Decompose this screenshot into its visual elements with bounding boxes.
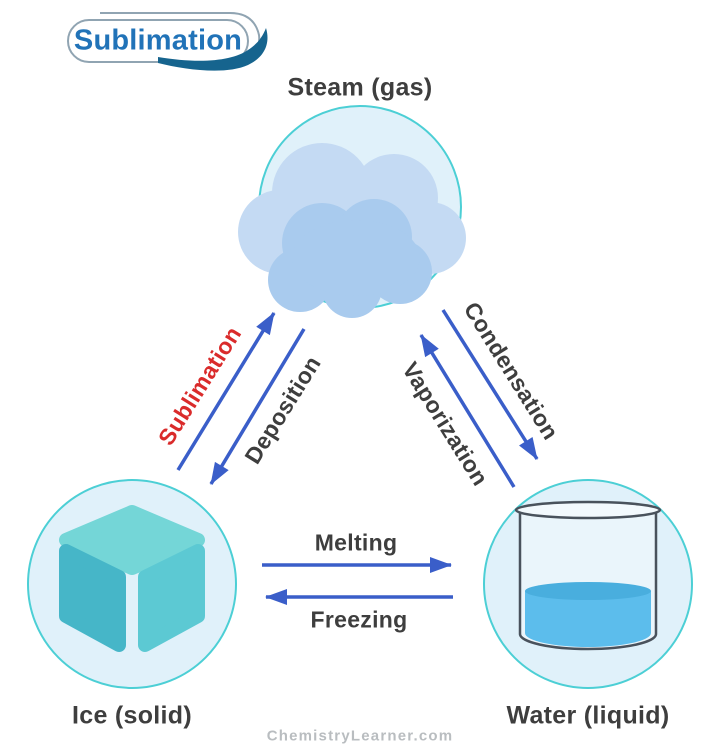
beaker-icon [514, 500, 662, 651]
ice-node-label: Ice (solid) [72, 701, 192, 730]
water-node-label: Water (liquid) [506, 701, 670, 730]
page-title: Sublimation [73, 24, 243, 57]
deposition-arrow [209, 328, 306, 485]
condensation-arrow [441, 309, 539, 460]
steam-node-label: Steam (gas) [287, 73, 433, 102]
vaporization-arrow [419, 334, 516, 488]
cloud-icon [238, 143, 466, 318]
water-node [483, 479, 693, 689]
transition-arrows [176, 309, 539, 605]
badge-swoosh [158, 28, 268, 71]
ice-node [27, 479, 237, 689]
ice-cube-icon [59, 505, 205, 652]
watermark: ChemistryLearner.com [266, 727, 454, 745]
sublimation-arrow [176, 312, 276, 471]
freezing-transition-label: Freezing [310, 606, 408, 633]
title-badge [67, 12, 268, 71]
steam-node [238, 105, 466, 318]
melting-transition-label: Melting [314, 529, 398, 556]
